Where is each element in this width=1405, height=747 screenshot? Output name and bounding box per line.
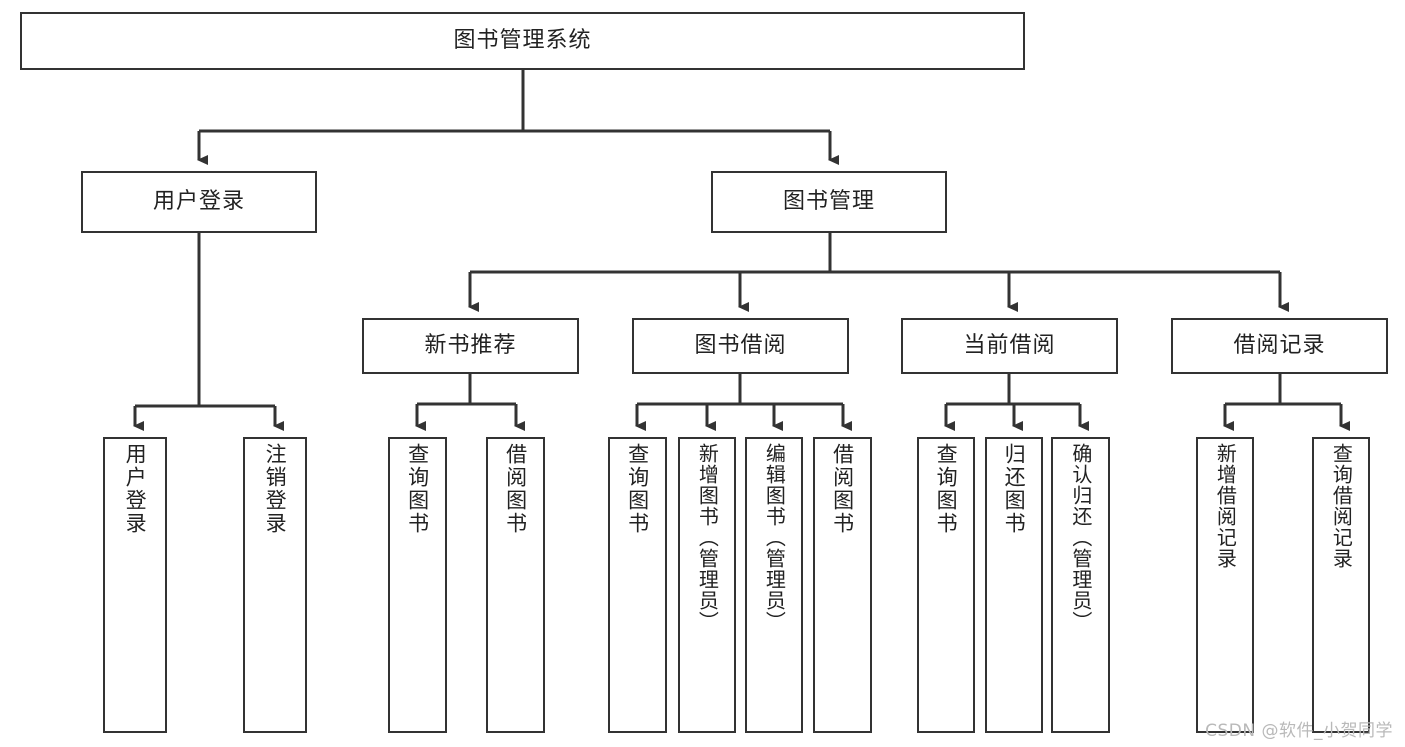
node-user-login[interactable]: 用户登录: [81, 171, 317, 233]
node-borrow-record-label: 借阅记录: [1233, 332, 1326, 358]
leaf-node[interactable]: 确认归还（管理员）: [1051, 437, 1110, 733]
node-book-borrow-label: 图书借阅: [694, 332, 787, 358]
leaf-label: 注销登录: [263, 443, 288, 535]
leaf-node[interactable]: 查询图书: [388, 437, 447, 733]
leaf-label: 查询图书: [405, 443, 430, 535]
leaf-node[interactable]: 查询图书: [917, 437, 975, 733]
leaf-node[interactable]: 借阅图书: [486, 437, 545, 733]
node-current-borrow[interactable]: 当前借阅: [901, 318, 1118, 374]
leaf-node[interactable]: 借阅图书: [813, 437, 872, 733]
leaf-label: 归还图书: [1002, 443, 1027, 535]
node-root[interactable]: 图书管理系统: [20, 12, 1025, 70]
node-new-book-recommend[interactable]: 新书推荐: [362, 318, 579, 374]
node-root-label: 图书管理系统: [453, 27, 592, 53]
leaf-node[interactable]: 新增借阅记录: [1196, 437, 1254, 733]
leaf-node[interactable]: 查询图书: [608, 437, 667, 733]
node-new-book-recommend-label: 新书推荐: [424, 332, 517, 358]
leaf-node[interactable]: 编辑图书（管理员）: [745, 437, 803, 733]
leaf-label: 借阅图书: [503, 443, 528, 535]
leaf-node[interactable]: 查询借阅记录: [1312, 437, 1370, 733]
leaf-label: 用户登录: [123, 443, 148, 535]
leaf-node[interactable]: 归还图书: [985, 437, 1043, 733]
leaf-label: 新增借阅记录: [1213, 443, 1238, 569]
leaf-node[interactable]: 新增图书（管理员）: [678, 437, 736, 733]
leaf-label: 查询图书: [934, 443, 959, 535]
leaf-label: 新增图书（管理员）: [695, 443, 720, 632]
leaf-label: 查询借阅记录: [1329, 443, 1354, 569]
node-book-borrow[interactable]: 图书借阅: [632, 318, 849, 374]
node-current-borrow-label: 当前借阅: [963, 332, 1056, 358]
leaf-label: 查询图书: [625, 443, 650, 535]
leaf-label: 借阅图书: [830, 443, 855, 535]
node-user-login-label: 用户登录: [152, 188, 245, 214]
watermark: CSDN @软件_小贺同学: [1205, 721, 1393, 741]
leaf-label: 确认归还（管理员）: [1068, 443, 1093, 632]
node-borrow-record[interactable]: 借阅记录: [1171, 318, 1388, 374]
node-book-management-label: 图书管理: [782, 188, 875, 214]
leaf-node[interactable]: 用户登录: [103, 437, 167, 733]
leaf-label: 编辑图书（管理员）: [762, 443, 787, 632]
leaf-node[interactable]: 注销登录: [243, 437, 307, 733]
node-book-management[interactable]: 图书管理: [711, 171, 947, 233]
